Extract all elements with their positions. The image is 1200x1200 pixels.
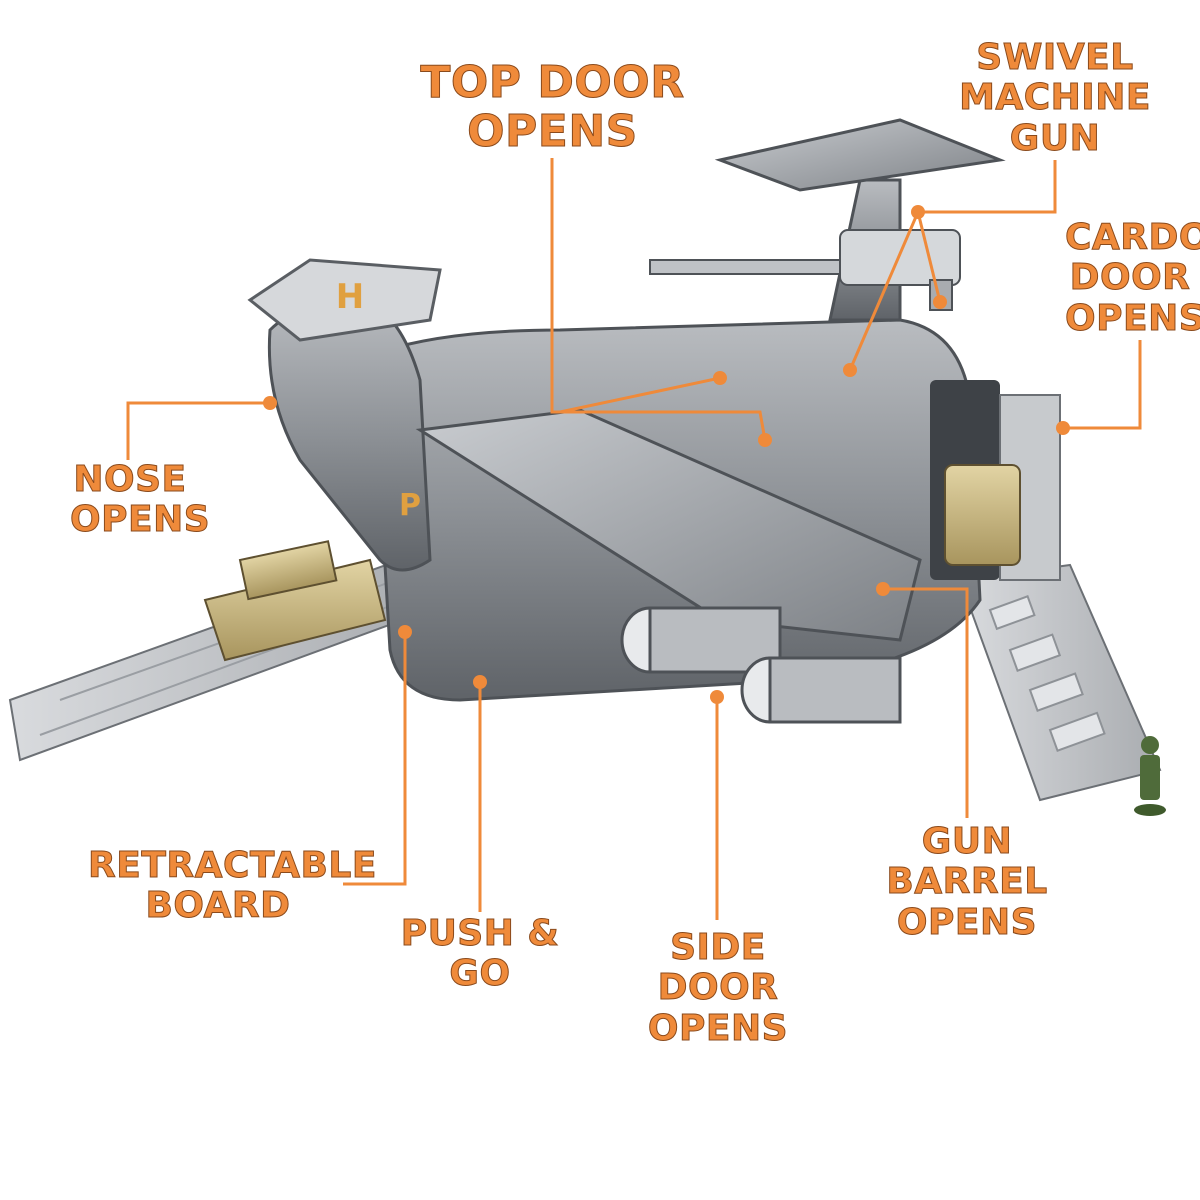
callout-gun-barrel-line2: OPENS <box>896 901 1038 943</box>
parking-mark: P <box>399 488 421 523</box>
engines <box>620 606 902 724</box>
callout-push-go: PUSH & GO <box>382 913 578 995</box>
soldier-figure <box>1134 736 1166 816</box>
callout-swivel-gun-line1: SWIVEL <box>976 37 1134 79</box>
callout-top-door-line2: OPENS <box>467 106 638 158</box>
callout-nose: NOSE OPENS <box>70 459 211 541</box>
callout-gun-barrel: GUN BARREL OPENS <box>852 821 1082 943</box>
callout-top-door: TOP DOOR OPENS <box>420 57 685 158</box>
callout-cargo-door-line2: DOOR <box>1069 257 1191 299</box>
machine-gun <box>649 229 961 311</box>
callout-side-door: SIDE DOOR OPENS <box>622 927 814 1049</box>
callout-anchor-dots <box>263 205 1070 704</box>
callout-retractable-board-line1: RETRACTABLE <box>88 845 377 887</box>
callout-retractable-board: RETRACTABLE BOARD <box>88 845 377 927</box>
cargo-ramp <box>958 563 1162 802</box>
callout-cargo-door: CARDO DOOR OPENS <box>1065 217 1200 339</box>
callout-cargo-door-line1: CARDO <box>1065 217 1200 259</box>
callout-side-door-line2: OPENS <box>647 1007 789 1049</box>
armored-truck-toy <box>944 464 1021 566</box>
callout-cargo-door-line3: OPENS <box>1065 297 1200 339</box>
callout-retractable-board-line2: BOARD <box>145 885 291 927</box>
callout-swivel-gun-line2: MACHINE GUN <box>959 77 1151 159</box>
callout-leader-lines <box>126 158 1142 920</box>
callout-nose-line2: OPENS <box>70 499 211 541</box>
helipad-mark: H <box>336 277 364 317</box>
callout-gun-barrel-line1: GUN BARREL <box>886 821 1048 903</box>
callout-push-go-line1: PUSH & GO <box>400 913 560 995</box>
callout-top-door-line1: TOP DOOR <box>420 57 685 108</box>
callout-swivel-gun: SWIVEL MACHINE GUN <box>920 37 1190 159</box>
callout-side-door-line1: SIDE DOOR <box>657 927 779 1009</box>
callout-nose-line1: NOSE <box>73 459 187 501</box>
tank-toy <box>203 540 387 662</box>
nose-section: H P <box>247 258 442 572</box>
